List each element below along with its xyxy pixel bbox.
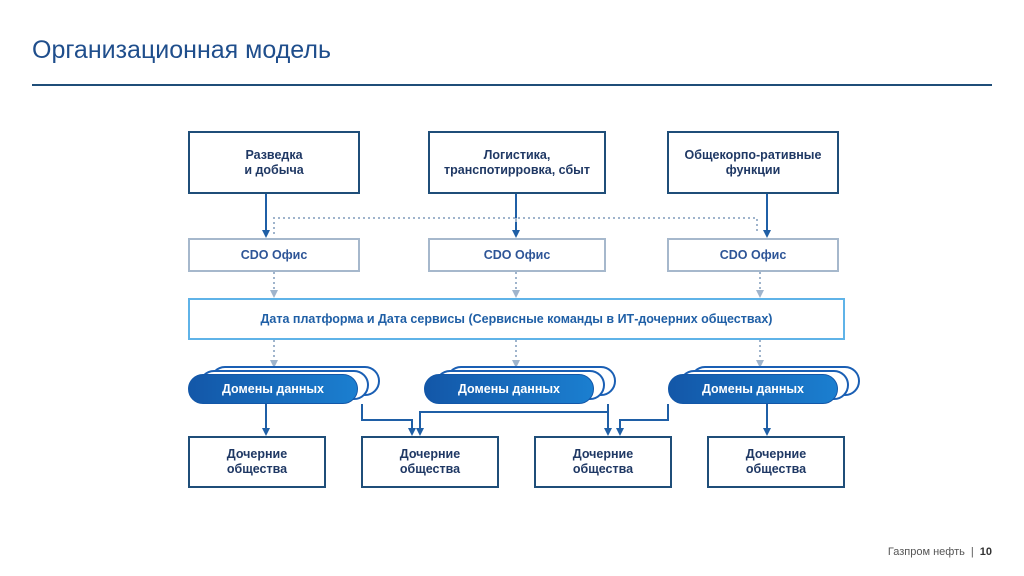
- data-domains-stack-1: Домены данных: [188, 366, 380, 406]
- page-number: 10: [979, 546, 992, 558]
- subsidiary-box-4: Дочерние общества: [707, 436, 845, 488]
- footer-separator: |: [970, 546, 974, 558]
- data-platform-box: Дата платформа и Дата сервисы (Сервисные…: [188, 298, 845, 340]
- top-box-logistics: Логистика, транспотирровка, сбыт: [428, 131, 606, 194]
- arrow-dom2-sub2: [416, 404, 609, 436]
- data-domains-label-1: Домены данных: [188, 374, 358, 404]
- page-title: Организационная модель: [32, 36, 331, 64]
- data-domains-label-2: Домены данных: [424, 374, 594, 404]
- data-domains-stack-2: Домены данных: [424, 366, 616, 406]
- cdo-office-2: CDO Офис: [428, 238, 606, 272]
- cdo-office-1: CDO Офис: [188, 238, 360, 272]
- subsidiary-box-2: Дочерние общества: [361, 436, 499, 488]
- footer-company: Газпром нефть: [887, 546, 965, 558]
- top-box-corporate: Общекорпо-ративные функции: [667, 131, 839, 194]
- cdo-dotted-link: [273, 217, 758, 234]
- data-domains-label-3: Домены данных: [668, 374, 838, 404]
- top-box-exploration: Разведка и добыча: [188, 131, 360, 194]
- data-domains-stack-3: Домены данных: [668, 366, 860, 406]
- footer: Газпром нефть | 10: [888, 546, 992, 558]
- arrow-dom3-sub3: [616, 404, 669, 436]
- title-divider: [32, 84, 992, 86]
- subsidiary-box-3: Дочерние общества: [534, 436, 672, 488]
- cdo-office-3: CDO Офис: [667, 238, 839, 272]
- arrow-dom1-sub2: [361, 404, 416, 436]
- subsidiary-box-1: Дочерние общества: [188, 436, 326, 488]
